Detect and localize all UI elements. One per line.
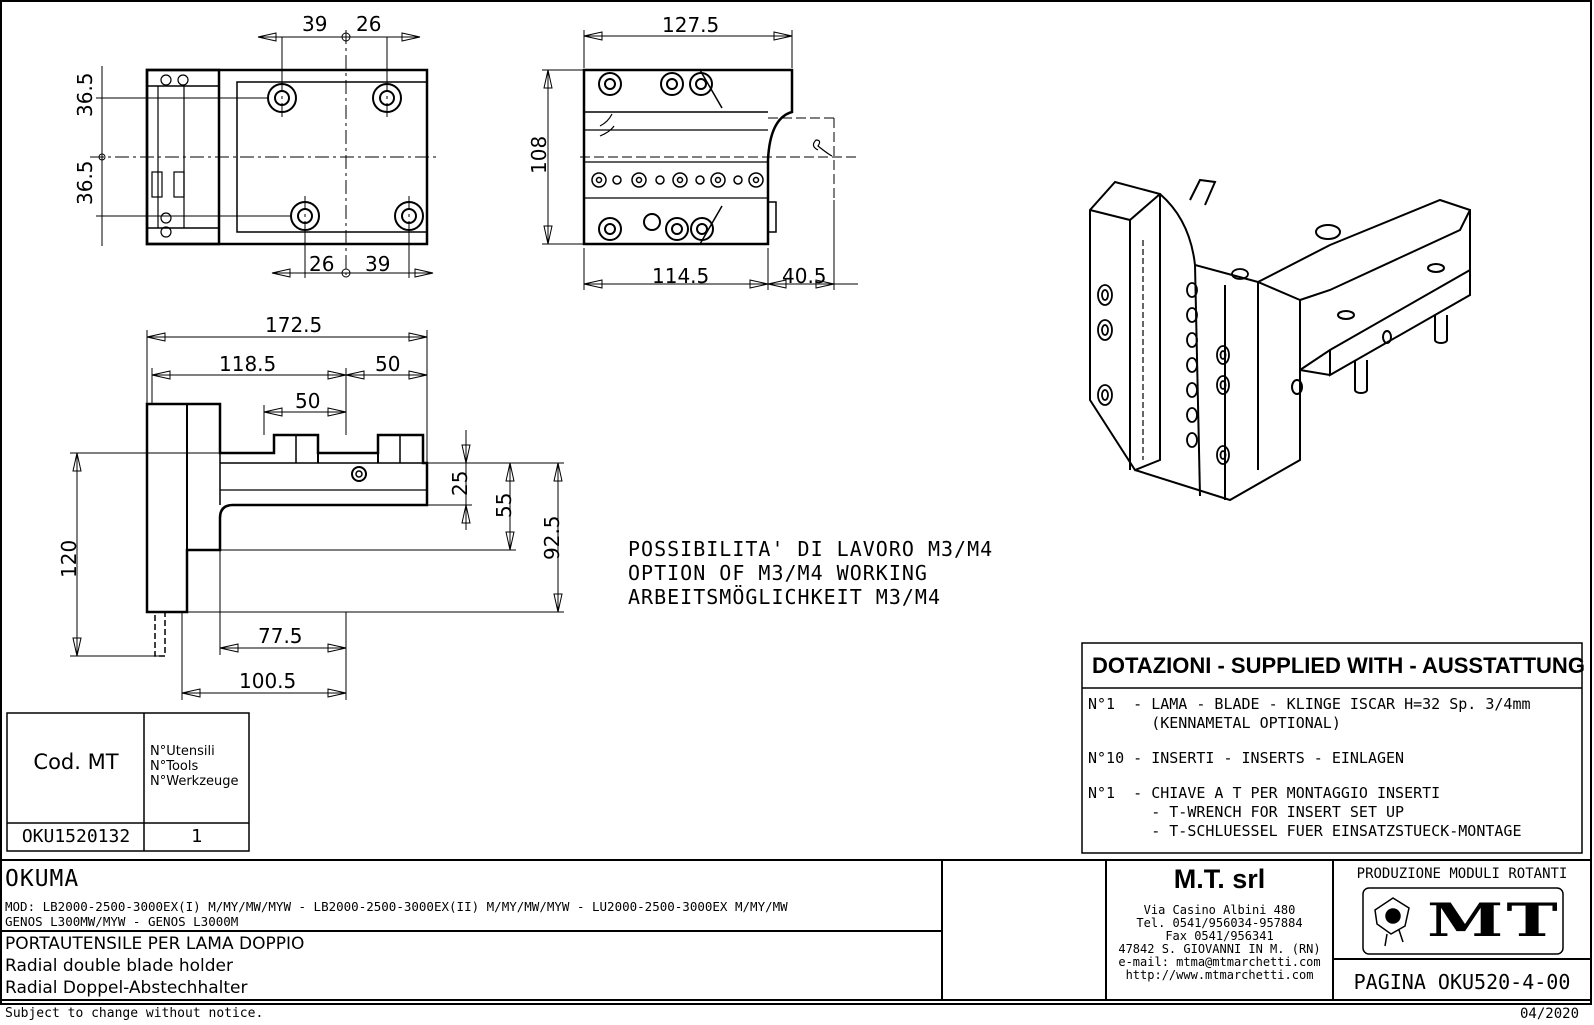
code-value: OKU1520132 xyxy=(21,826,131,847)
note-english: OPTION OF M3/M4 WORKING xyxy=(628,561,928,585)
dim-36-5-upper: 36.5 xyxy=(73,72,97,117)
page-code: PAGINA OKU520-4-00 xyxy=(1353,970,1571,994)
supplied-header: DOTAZIONI - SUPPLIED WITH - AUSSTATTUNG xyxy=(1092,653,1585,678)
logo-text: MT xyxy=(1427,893,1561,947)
tools-label: N°Utensili N°Tools N°Werkzeuge xyxy=(150,744,239,789)
dim-108: 108 xyxy=(527,135,551,174)
description-german: Radial Doppel-Abstechhalter xyxy=(5,978,248,998)
description-english: Radial double blade holder xyxy=(5,956,233,976)
company-name: M.T. srl xyxy=(1173,864,1266,894)
revision-date: 04/2020 xyxy=(1520,1006,1580,1022)
supplied-item-wrench: N°1 - CHIAVE A T PER MONTAGGIO INSERTI -… xyxy=(1088,784,1522,840)
dim-92-5: 92.5 xyxy=(540,515,564,560)
dim-36-5-lower: 36.5 xyxy=(73,160,97,205)
title-block-frame xyxy=(1,859,1591,1001)
dim-25: 25 xyxy=(448,470,472,496)
models-line-1: MOD: LB2000-2500-3000EX(I) M/MY/MW/MYW -… xyxy=(5,899,788,914)
dim-114-5: 114.5 xyxy=(652,264,710,288)
dim-39-top: 39 xyxy=(302,12,328,36)
dim-26-top: 26 xyxy=(356,12,382,36)
disclaimer: Subject to change without notice. xyxy=(5,1006,264,1021)
rotary-module-icon xyxy=(1374,897,1410,947)
front-view xyxy=(70,330,564,700)
models-line-2: GENOS L300MW/MYW - GENOS L3000M xyxy=(5,914,239,929)
mt-logo: MT xyxy=(1365,890,1561,952)
division-label: PRODUZIONE MODULI ROTANTI xyxy=(1356,866,1568,882)
dim-39-bottom: 39 xyxy=(365,252,391,276)
dim-50-right: 50 xyxy=(375,352,401,376)
dim-100-5: 100.5 xyxy=(239,669,297,693)
code-table-frame xyxy=(6,712,250,852)
working-option-note: POSSIBILITA' DI LAVORO M3/M4 OPTION OF M… xyxy=(628,537,993,609)
dim-77-5: 77.5 xyxy=(258,624,303,648)
supplied-item-blade: N°1 - LAMA - BLADE - KLINGE ISCAR H=32 S… xyxy=(1088,695,1531,732)
isometric-view xyxy=(1089,178,1471,502)
supplied-frame xyxy=(1081,642,1583,854)
code-label: Cod. MT xyxy=(33,750,119,774)
dim-172-5: 172.5 xyxy=(265,313,323,337)
dim-40-5: 40.5 xyxy=(782,264,827,288)
side-view xyxy=(542,30,860,290)
dim-55: 55 xyxy=(492,492,516,518)
dim-50-mid: 50 xyxy=(295,389,321,413)
tools-value: 1 xyxy=(191,826,203,847)
description-italian: PORTAUTENSILE PER LAMA DOPPIO xyxy=(5,934,305,954)
supplied-list: N°1 - LAMA - BLADE - KLINGE ISCAR H=32 S… xyxy=(1088,695,1531,841)
company-address: Via Casino Albini 480 Tel. 0541/956034-9… xyxy=(1118,903,1321,982)
brand-title: OKUMA xyxy=(5,866,80,892)
supplied-item-inserts: N°10 - INSERTI - INSERTS - EINLAGEN xyxy=(1088,749,1405,767)
plan-view xyxy=(90,30,440,278)
note-italian: POSSIBILITA' DI LAVORO M3/M4 xyxy=(628,537,994,561)
dim-26-bottom: 26 xyxy=(309,252,335,276)
note-german: ARBEITSMÖGLICHKEIT M3/M4 xyxy=(628,585,941,609)
dim-127-5: 127.5 xyxy=(662,13,720,37)
dim-120: 120 xyxy=(57,539,81,578)
dim-118-5: 118.5 xyxy=(219,352,277,376)
